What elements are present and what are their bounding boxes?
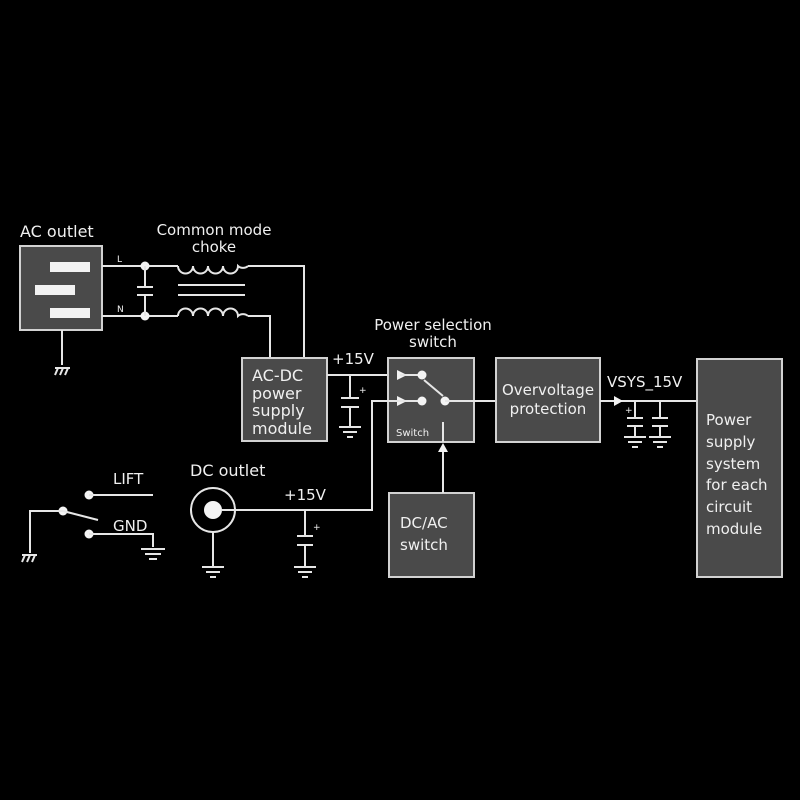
cap-polarity: + xyxy=(359,386,367,396)
vsys-cap-polarity: + xyxy=(625,406,633,416)
dc-outlet: DC outlet xyxy=(190,461,265,578)
gnd-wire xyxy=(89,533,154,547)
lift-label: LIFT xyxy=(113,470,144,488)
switch-blade xyxy=(423,379,444,397)
power-selection-switch: Power selection switch Switch xyxy=(374,316,497,443)
ac-outlet: AC outlet L N xyxy=(19,222,124,376)
capacitor-icon: + xyxy=(297,510,321,566)
ac-outlet-slot-1 xyxy=(50,262,90,272)
inductor-icon xyxy=(177,263,249,275)
ovp-line-1: Overvoltage xyxy=(502,381,594,399)
power-system-box xyxy=(696,358,783,578)
power-supply-system: Power supply system for each circuit mod… xyxy=(696,358,783,578)
inductor-icon xyxy=(177,307,249,319)
ground-icon xyxy=(141,548,165,560)
power-system-line-4: for each xyxy=(706,476,768,494)
ground-lift-switch: LIFT GND xyxy=(21,470,165,563)
ovp-box xyxy=(495,357,601,443)
lift-switch-blade xyxy=(62,510,99,521)
acdc-module: AC-DC power supply module xyxy=(241,357,328,442)
chassis-ground-icon xyxy=(21,554,37,563)
choke-label-line1: Common mode xyxy=(157,221,272,239)
switch-contact-ac xyxy=(417,370,427,380)
dcac-box xyxy=(388,492,475,578)
capacitor-icon xyxy=(652,401,668,437)
dcac-line-1: DC/AC xyxy=(400,514,448,532)
wire-choke-l-to-acdc xyxy=(248,265,305,358)
selection-label-line2: switch xyxy=(409,333,457,351)
ground-icon xyxy=(624,436,646,448)
dc-outlet-label: DC outlet xyxy=(190,461,265,480)
line-l-label: L xyxy=(117,255,122,265)
dc-jack-pin xyxy=(204,501,222,519)
ground-icon xyxy=(649,436,671,448)
ground-icon xyxy=(294,566,316,578)
acdc-line-2: power xyxy=(252,384,302,403)
ac-outlet-slot-3 xyxy=(50,308,90,318)
capacitor-icon xyxy=(627,401,643,437)
selection-label-line1: Power selection xyxy=(374,316,492,334)
ground-icon xyxy=(339,426,361,438)
dcac-line-2: switch xyxy=(400,536,448,554)
dc-voltage-label: +15V xyxy=(284,486,327,504)
gnd-label: GND xyxy=(113,517,147,535)
overvoltage-protection: Overvoltage protection xyxy=(495,357,601,443)
power-system-line-5: circuit xyxy=(706,498,752,516)
power-system-line-3: system xyxy=(706,455,760,473)
power-system-line-2: supply xyxy=(706,433,756,451)
acdc-box xyxy=(241,357,328,442)
ac-outlet-label: AC outlet xyxy=(20,222,94,241)
wire-dc-to-switch xyxy=(222,400,400,511)
lift-switch-ground-wire xyxy=(29,510,63,553)
acdc-line-3: supply xyxy=(252,401,305,420)
switch-contact-dc xyxy=(417,396,427,406)
dc-cap-polarity: + xyxy=(313,523,321,533)
power-system-line-1: Power xyxy=(706,411,752,429)
power-system-line-6: module xyxy=(706,520,762,538)
ovp-line-2: protection xyxy=(510,400,587,418)
arrow-icon xyxy=(614,396,623,406)
wire-choke-n-to-acdc xyxy=(248,315,271,358)
dcac-switch: DC/AC switch xyxy=(388,443,475,578)
choke-label-line2: choke xyxy=(192,238,236,256)
capacitor-icon xyxy=(137,261,153,321)
line-n-label: N xyxy=(117,305,124,315)
acdc-line-1: AC-DC xyxy=(252,366,303,385)
arrow-icon xyxy=(438,443,448,452)
ac-outlet-slot-2 xyxy=(35,285,75,295)
ground-icon xyxy=(202,566,224,578)
chassis-ground-icon xyxy=(54,367,70,376)
acdc-voltage-label: +15V xyxy=(332,350,375,368)
switch-inner-label: Switch xyxy=(396,428,429,439)
capacitor-icon: + xyxy=(341,375,367,426)
vsys-label: VSYS_15V xyxy=(607,373,683,392)
acdc-line-4: module xyxy=(252,419,312,438)
common-mode-choke: Common mode choke xyxy=(157,221,272,319)
